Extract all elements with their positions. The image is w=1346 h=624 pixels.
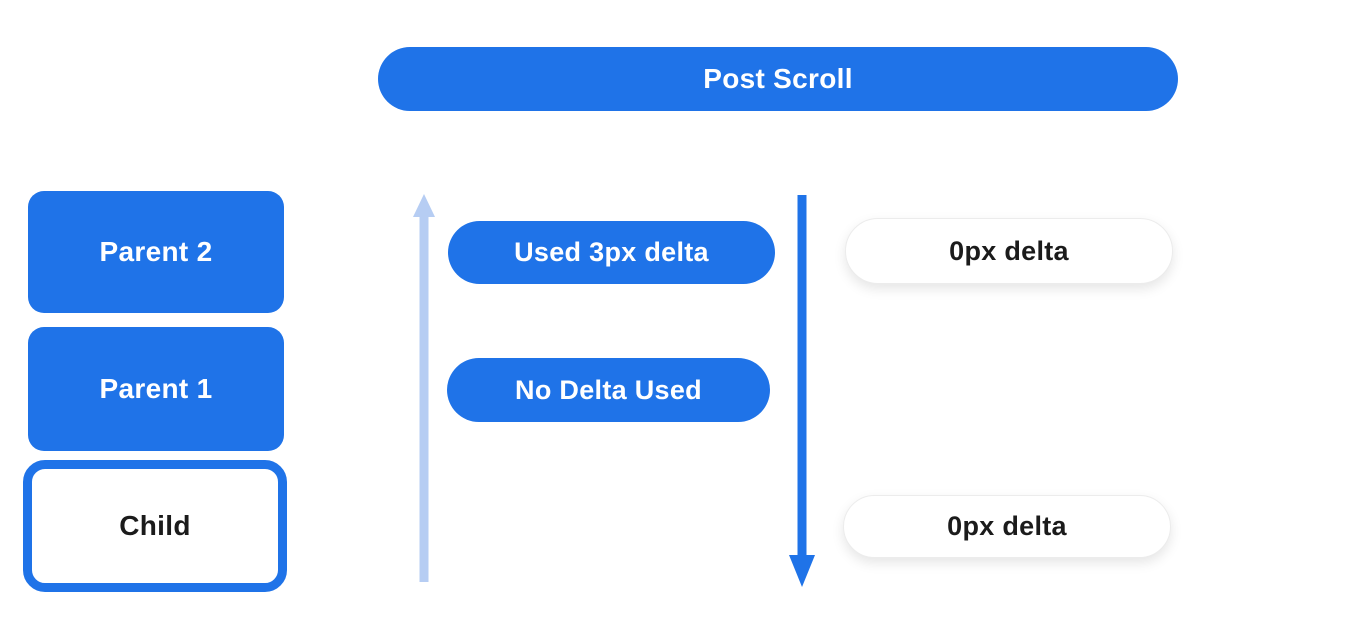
- parent-1-box: Parent 1: [28, 327, 284, 451]
- zero-delta-bottom-pill: 0px delta: [843, 495, 1171, 558]
- zero-delta-top-pill: 0px delta: [845, 218, 1173, 284]
- scroll-down-arrow-icon: [789, 195, 815, 587]
- no-delta-used-pill: No Delta Used: [447, 358, 770, 422]
- used-delta-pill: Used 3px delta: [448, 221, 775, 284]
- parent-2-box: Parent 2: [28, 191, 284, 313]
- diagram-title: Post Scroll: [378, 47, 1178, 111]
- scroll-up-arrow-icon: [413, 194, 435, 582]
- child-box: Child: [23, 460, 287, 592]
